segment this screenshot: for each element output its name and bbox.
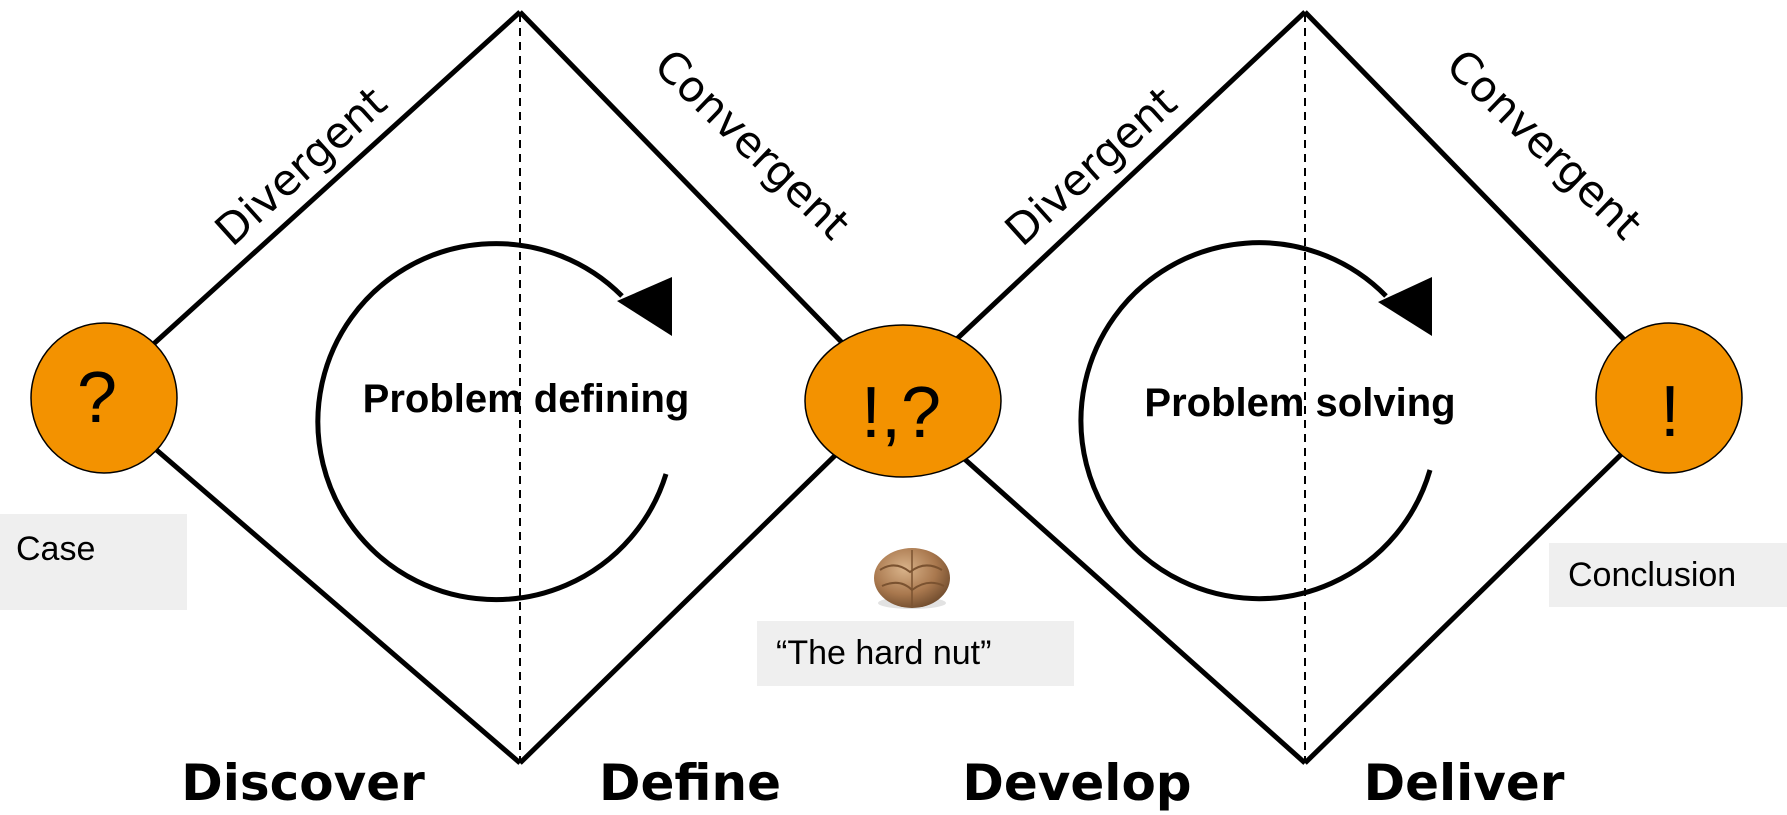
cycle-arc-1 (315, 241, 669, 603)
diamond2-bottom-right-edge (1303, 395, 1682, 765)
node-middle-circle (804, 324, 1002, 478)
edge-label-divergent-2: Divergent (996, 77, 1187, 256)
cycle-arc-2 (1078, 240, 1433, 602)
diamond1-bottom-left-edge (93, 395, 522, 765)
conclusion-box: Conclusion (1549, 543, 1787, 607)
walnut-icon (874, 548, 950, 609)
cycle-label-problem-solving: Problem solving (1144, 381, 1455, 425)
case-box-label: Case (16, 530, 96, 568)
hard-nut-box-label: “The hard nut” (776, 634, 992, 672)
cycle-arrow-problem-solving (1078, 240, 1433, 602)
phase-label-deliver: Deliver (1364, 754, 1565, 812)
diamond-discover-define (93, 10, 897, 765)
cycle-arrow-problem-defining (315, 241, 672, 603)
phase-label-develop: Develop (962, 754, 1191, 812)
diamond2-top-right-edge (1303, 10, 1682, 399)
edge-label-convergent-2: Convergent (1436, 40, 1651, 250)
node-start-circle (30, 322, 178, 474)
edge-label-divergent-1: Divergent (206, 77, 397, 256)
case-box: Case (0, 514, 187, 610)
node-middle-label: !,? (861, 373, 941, 453)
node-end-circle (1595, 322, 1743, 474)
phase-label-define: Define (599, 754, 781, 812)
cycle-arrowhead-1 (617, 277, 672, 336)
diamond2-top-left-edge (893, 10, 1307, 399)
conclusion-box-label: Conclusion (1568, 555, 1737, 594)
node-start: ? (30, 322, 178, 474)
node-end-label: ! (1660, 372, 1680, 452)
diamond1-bottom-right-edge (518, 395, 897, 765)
hard-nut-box: “The hard nut” (757, 621, 1074, 686)
diamond1-top-left-edge (93, 10, 522, 399)
diamond1-top-right-edge (518, 10, 897, 399)
node-middle: !,? (804, 324, 1002, 478)
edge-label-convergent-1: Convergent (644, 40, 859, 250)
cycle-label-problem-defining: Problem defining (363, 377, 690, 421)
node-end: ! (1595, 322, 1743, 474)
phase-label-discover: Discover (181, 754, 425, 812)
cycle-arrowhead-2 (1378, 277, 1432, 336)
node-start-label: ? (77, 358, 117, 438)
